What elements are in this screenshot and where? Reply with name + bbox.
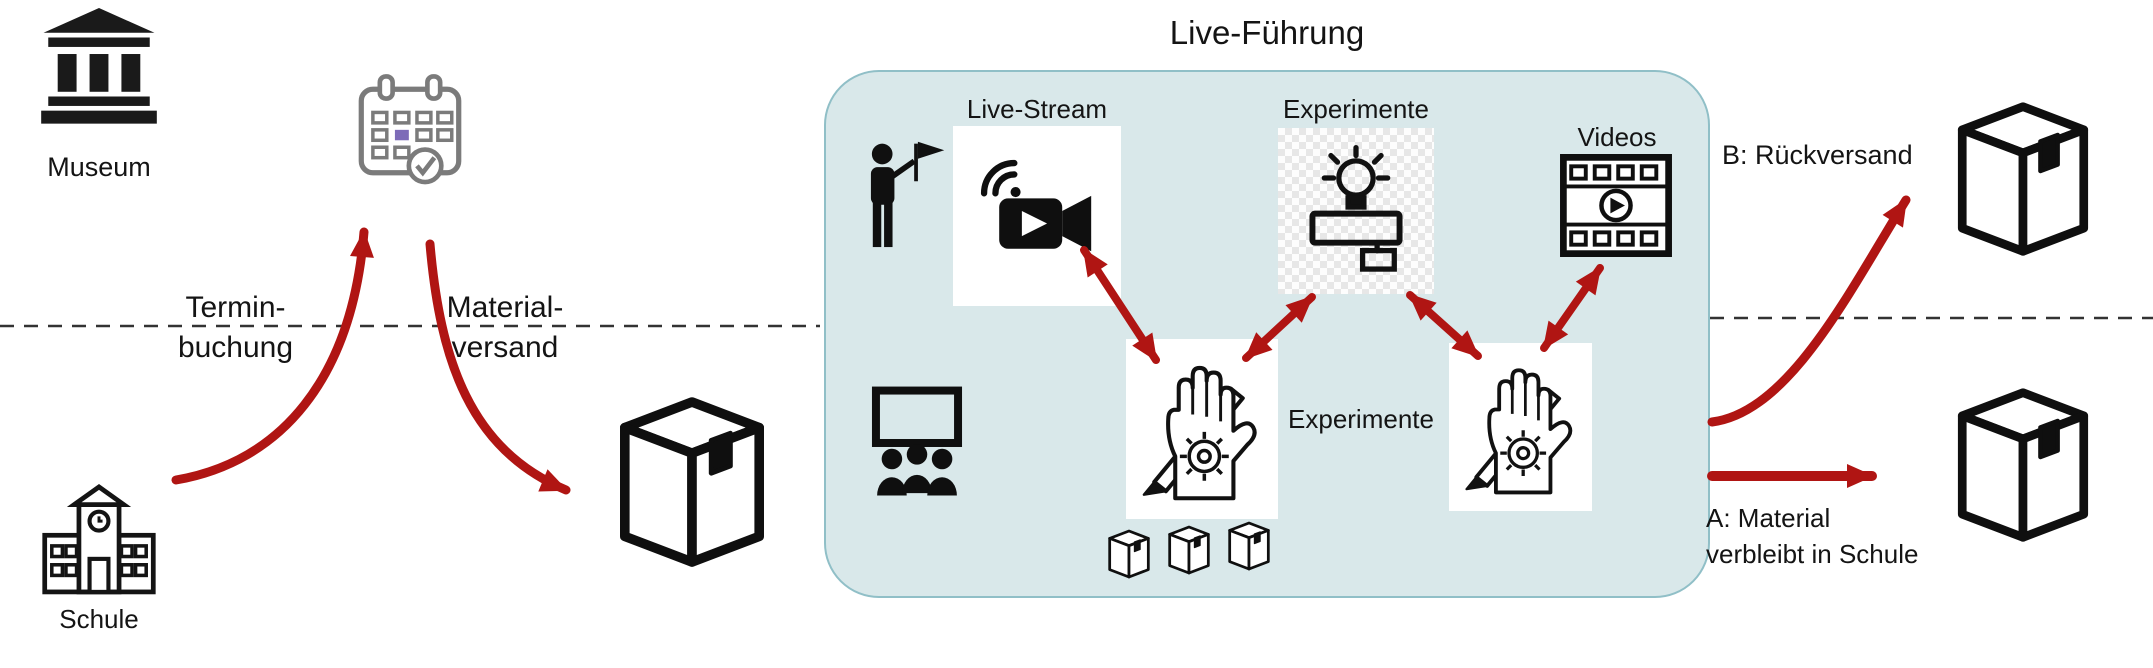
videos-label: Videos (1577, 122, 1657, 152)
hand-experiment-icon-2 (1464, 367, 1572, 494)
experimente-top-label: Experimente (1283, 94, 1429, 124)
museum-icon (41, 8, 157, 124)
hand-experiment-panel-1 (1126, 339, 1278, 519)
school-box-icon (1948, 384, 2098, 546)
hand-experiment-panel-2 (1449, 343, 1592, 511)
rueckversand-label: B: Rückversand (1722, 140, 1913, 170)
tour-guide-icon (870, 141, 945, 248)
return-box-icon (1948, 98, 2098, 260)
calendar-icon (352, 70, 468, 192)
experimente-center-label: Experimente (1288, 404, 1434, 434)
museum-label: Museum (47, 152, 151, 182)
terminbuchung-label: Termin- buchung (177, 291, 294, 364)
video-camera-icon (974, 153, 1100, 279)
film-video-icon (1560, 154, 1672, 257)
schule-label: Schule (59, 604, 139, 634)
experiment-panel (1278, 128, 1434, 294)
live-fuehrung-title: Live-Führung (1169, 14, 1365, 51)
lightbulb-experiment-icon (1290, 145, 1422, 277)
materialversand-label: Material- versand (446, 291, 564, 364)
hand-experiment-icon-1 (1138, 356, 1266, 502)
livestream-label: Live-Stream (966, 94, 1108, 124)
audience-icon (860, 386, 974, 500)
material-verbleibt-label: A: Material verbleibt in Schule (1706, 503, 1919, 569)
small-box-icon-2 (1168, 525, 1210, 575)
small-box-icon-3 (1228, 521, 1270, 571)
small-box-icon-1 (1108, 529, 1150, 579)
livestream-panel (953, 126, 1121, 306)
rueckversand-arrow (1707, 195, 1911, 427)
material-box-icon (612, 392, 772, 572)
school-icon (40, 480, 158, 600)
